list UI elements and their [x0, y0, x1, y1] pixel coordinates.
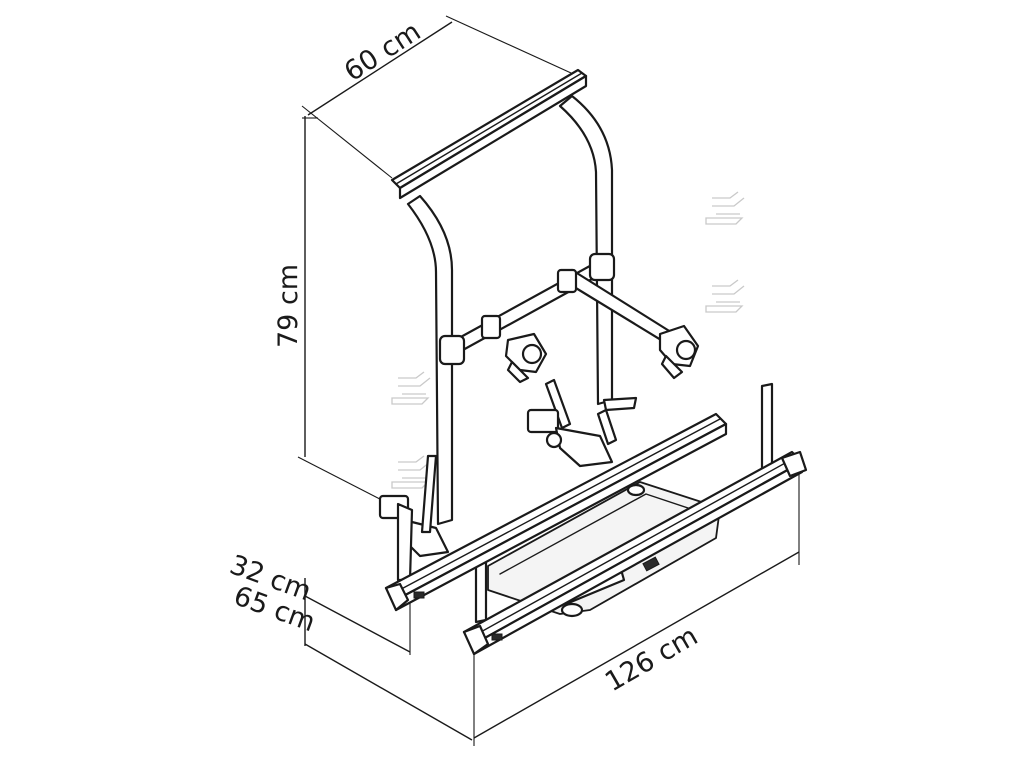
carrier-frame	[378, 68, 808, 656]
dimension-label-height: 79 cm	[273, 264, 304, 348]
lower-left-bracket	[378, 454, 450, 582]
lower-beam	[487, 481, 721, 618]
top-rail	[390, 68, 588, 200]
watermark-marks	[391, 191, 745, 489]
dimension-126cm	[473, 470, 800, 746]
dimension-label-length: 126 cm	[600, 621, 703, 698]
center-brackets	[526, 378, 638, 468]
right-upright	[558, 94, 614, 406]
cross-tube	[438, 252, 692, 366]
frame-clamp-left	[504, 332, 548, 384]
wheel-rail-back	[384, 412, 728, 612]
wheel-rail-front	[462, 450, 808, 656]
dimension-label-width: 60 cm	[339, 16, 426, 88]
frame-clamp-right	[658, 324, 700, 380]
left-upright	[406, 194, 454, 526]
